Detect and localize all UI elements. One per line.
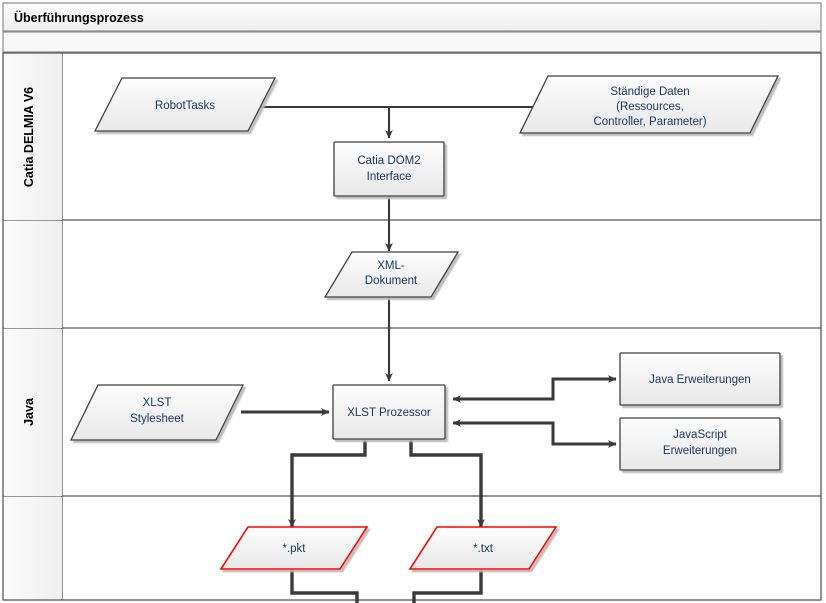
node-catia-dom2-interface[interactable]: Catia DOM2 Interface: [333, 141, 445, 197]
node-xlst-prozessor-label: XLST Prozessor: [347, 407, 431, 419]
node-java-erweiterungen-label: Java Erweiterungen: [649, 374, 751, 386]
node-txt-file-label: *.txt: [473, 543, 494, 555]
lane-label-catia: Catia DELMIA V6: [22, 87, 36, 187]
lane-header-catia: Catia DELMIA V6: [4, 54, 62, 220]
connector-pkt-outflow: [290, 569, 359, 603]
node-javascript-erweiterungen-line2: Erweiterungen: [663, 445, 737, 457]
node-java-erweiterungen[interactable]: Java Erweiterungen: [619, 352, 781, 406]
node-staendige-daten-line2: (Ressources,: [616, 101, 684, 113]
connector-prozessor-to-pkt: [288, 440, 367, 528]
lane-header-output: [4, 497, 62, 599]
connector-txt-outflow: [412, 569, 483, 603]
node-txt-file[interactable]: *.txt: [408, 526, 558, 570]
node-staendige-daten[interactable]: Ständige Daten (Ressources, Controller, …: [518, 75, 780, 134]
node-catia-dom2-line1: Catia DOM2: [357, 155, 420, 167]
lane-header-middle: [4, 221, 62, 328]
pool-title: Überführungsprozess: [14, 10, 144, 25]
connector-prozessor-to-java-erw: [453, 375, 617, 401]
node-javascript-erweiterungen-line1: JavaScript: [673, 429, 727, 441]
node-xlst-stylesheet-line1: XLST: [143, 397, 172, 409]
lane-label-java: Java: [22, 397, 36, 426]
node-staendige-daten-line1: Ständige Daten: [610, 86, 689, 98]
pool-header: Überführungsprozess: [2, 2, 822, 32]
node-robot-tasks-label: RobotTasks: [155, 100, 215, 112]
connector-prozessor-to-txt: [409, 440, 485, 528]
swimlane-frame: [2, 52, 822, 601]
node-xlst-stylesheet[interactable]: XLST Stylesheet: [69, 384, 245, 441]
node-xml-dokument[interactable]: XML- Dokument: [323, 251, 460, 298]
lane-header-java: Java: [4, 329, 62, 496]
node-staendige-daten-line3: Controller, Parameter): [593, 116, 706, 128]
node-xml-dokument-line1: XML-: [377, 260, 405, 272]
node-javascript-erweiterungen[interactable]: JavaScript Erweiterungen: [619, 417, 781, 471]
node-pkt-file[interactable]: *.pkt: [219, 526, 369, 570]
node-robot-tasks[interactable]: RobotTasks: [93, 77, 277, 132]
node-xlst-prozessor[interactable]: XLST Prozessor: [332, 384, 446, 440]
node-pkt-file-label: *.pkt: [282, 543, 306, 555]
connector-prozessor-to-javascript-erw: [453, 421, 617, 448]
node-xml-dokument-line2: Dokument: [365, 275, 418, 287]
node-catia-dom2-line2: Interface: [367, 171, 412, 183]
connectors: [241, 105, 617, 603]
pool-subheader: [2, 31, 822, 53]
node-xlst-stylesheet-line2: Stylesheet: [130, 413, 185, 425]
